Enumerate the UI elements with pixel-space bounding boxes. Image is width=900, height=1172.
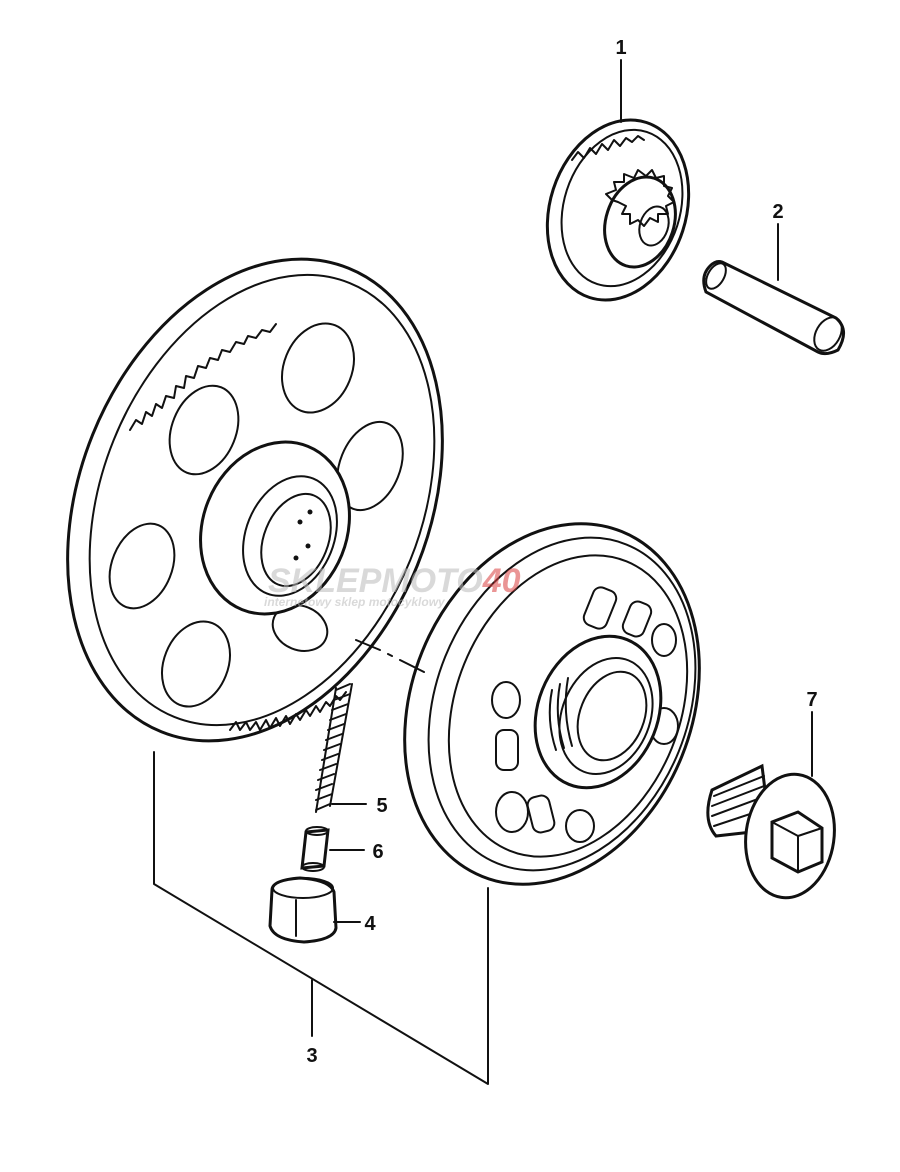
callout-3: 3 bbox=[306, 1045, 317, 1067]
part-6-plunger bbox=[300, 826, 330, 872]
watermark-brand: SKLEPMOTO40 bbox=[268, 562, 521, 600]
callout-2: 2 bbox=[772, 201, 783, 223]
part-7-bolt bbox=[706, 763, 836, 900]
callout-7: 7 bbox=[806, 689, 817, 711]
leader-lines bbox=[153, 59, 813, 1085]
part-3-starter-driven-gear bbox=[66, 257, 444, 743]
callout-4: 4 bbox=[364, 913, 376, 935]
callout-1: 1 bbox=[615, 37, 626, 59]
part-1-idle-gear bbox=[545, 118, 691, 302]
watermark: SKLEPMOTO40 internetowy sklep motocyklow… bbox=[264, 562, 521, 609]
part-3-one-way-clutch bbox=[403, 522, 701, 886]
center-line bbox=[355, 639, 425, 673]
part-5-spring bbox=[315, 683, 353, 813]
watermark-tagline: internetowy sklep motocyklowy bbox=[264, 595, 446, 609]
part-2-shaft bbox=[702, 260, 845, 356]
callout-5: 5 bbox=[376, 795, 387, 817]
part-4-roller bbox=[268, 876, 338, 944]
callout-6: 6 bbox=[372, 841, 383, 863]
